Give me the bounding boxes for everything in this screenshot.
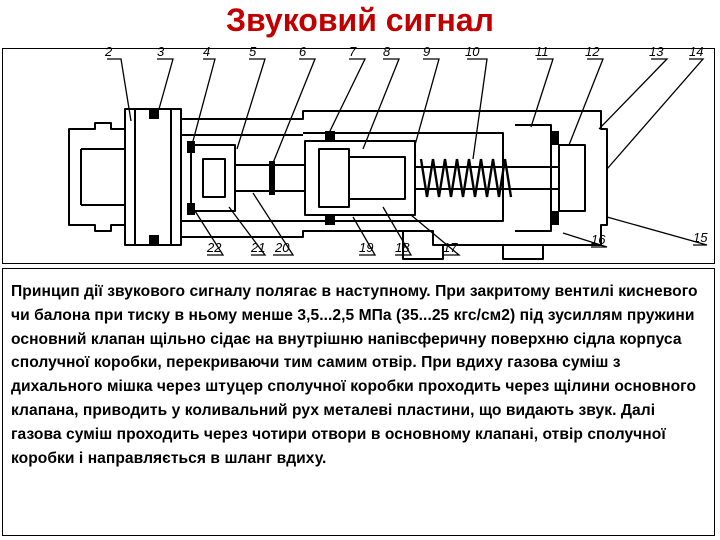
callout-7: 7 — [349, 44, 357, 59]
callout-12: 12 — [585, 44, 600, 59]
callout-20: 20 — [275, 240, 290, 255]
callout-8: 8 — [383, 44, 391, 59]
callout-16: 16 — [591, 232, 606, 247]
callout-6: 6 — [299, 44, 307, 59]
callout-10: 10 — [465, 44, 480, 59]
callout-18: 18 — [395, 240, 410, 255]
callout-3: 3 — [157, 44, 165, 59]
callout-22: 22 — [207, 240, 222, 255]
callout-11: 11 — [535, 44, 549, 59]
callout-4: 4 — [203, 44, 211, 59]
callout-19: 19 — [359, 240, 374, 255]
callout-13: 13 — [649, 44, 664, 59]
callout-9: 9 — [423, 44, 431, 59]
callout-21: 21 — [251, 240, 266, 255]
callout-15: 15 — [693, 230, 708, 245]
technical-drawing: 2 3 4 5 6 7 8 9 10 11 12 13 14 15 16 17 … — [2, 44, 715, 264]
description-text: Принцип дії звукового сигналу полягає в … — [11, 283, 698, 467]
callout-2: 2 — [105, 44, 113, 59]
callout-14: 14 — [689, 44, 704, 59]
callout-5: 5 — [249, 44, 257, 59]
slide-title: Звуковий сигнал — [225, 2, 494, 38]
callout-17: 17 — [443, 240, 458, 255]
description-box: Принцип дії звукового сигналу полягає в … — [2, 268, 715, 536]
sound-signal-cross-section — [68, 58, 708, 260]
